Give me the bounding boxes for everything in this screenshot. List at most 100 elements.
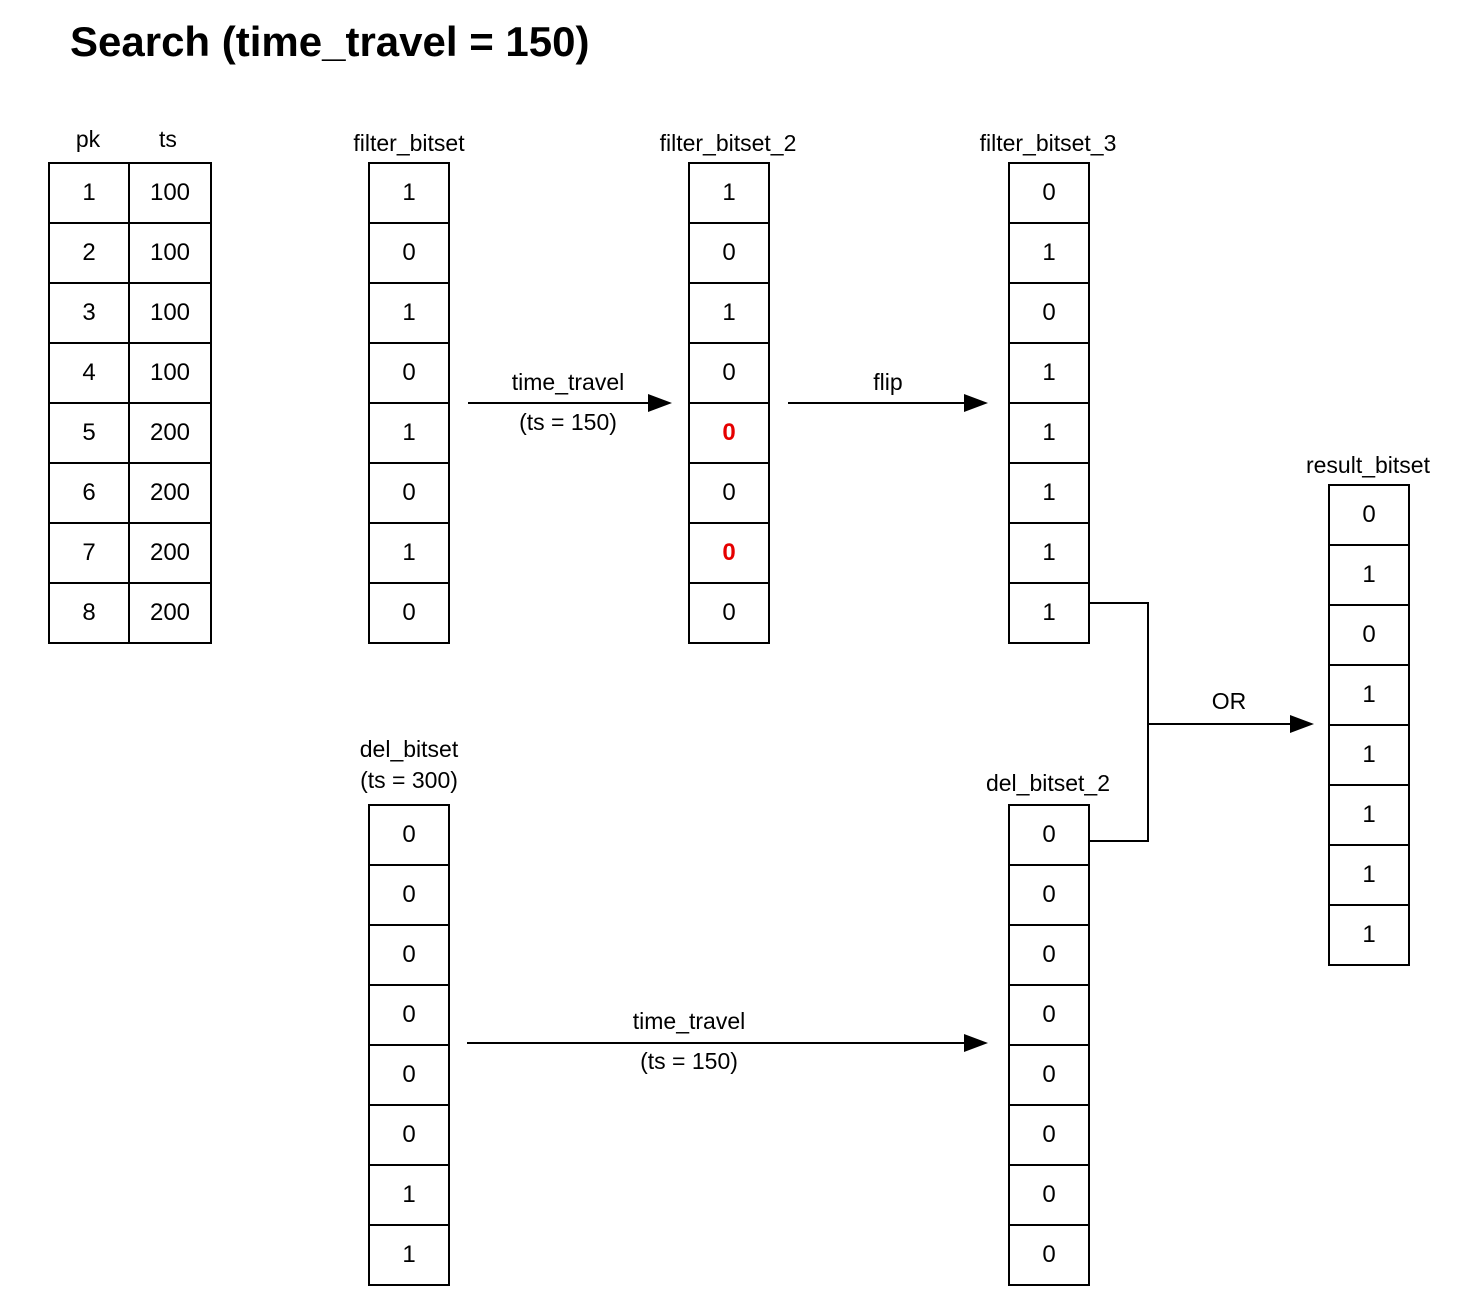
table-row: 6 200 [50,464,210,524]
bitset-cell: 0 [370,1106,448,1166]
bitset-cell: 1 [1010,524,1088,584]
bitset-cell: 1 [1010,344,1088,404]
bitset-cell: 1 [1010,464,1088,524]
table-row: 7 200 [50,524,210,584]
bitset-cell: 0 [722,599,736,626]
filter-bitset-label: filter_bitset [353,130,465,156]
bitset-cell: 0 [1010,1106,1088,1166]
flip-arrowhead-icon [964,394,988,412]
del-bitset-label-line1: del_bitset [359,736,459,762]
table-cell: 100 [149,299,191,326]
bitset-cell: 1 [1330,786,1408,846]
bitset-cell: 0 [370,806,448,866]
result-bitset-label: result_bitset [1305,452,1430,478]
bitset-cell: 0 [370,1046,448,1106]
bitset-cell: 1 [690,284,768,344]
bitset-cell: 0 [690,464,768,524]
bitset-cell: 1 [1330,846,1408,906]
bitset-cell: 1 [370,284,448,344]
bitset-cell: 0 [370,224,448,284]
bitset-cell: 0 [1330,486,1408,546]
table-row: 3 100 [50,284,210,344]
bitset-cell: 1 [402,1241,416,1268]
table-cell: 6 [50,464,130,522]
table-cell: 100 [149,179,191,206]
bitset-cell: 0 [690,404,768,464]
bitset-cell: 1 [370,1166,448,1226]
bitset-cell: 0 [1010,926,1088,986]
bitset-cell: 1 [1010,224,1088,284]
table-row: 4 100 [50,344,210,404]
table-cell: 8 [50,584,130,642]
table-cell: 4 [50,344,130,402]
time-travel-bottom-arrow-label: time_travel [632,1008,746,1034]
bitset-cell: 0 [1010,164,1088,224]
bitset-cell: 0 [690,524,768,584]
bitset-cell: 0 [1010,806,1088,866]
bitset-cell: 1 [1330,546,1408,606]
table-header-pk: pk [75,126,101,152]
time-travel-top-arrow-sublabel: (ts = 150) [519,409,617,435]
page-title: Search (time_travel = 150) [70,18,590,65]
bitset-cell: 0 [402,599,416,626]
flip-arrow-label: flip [873,369,903,395]
time-travel-bottom-arrow-sublabel: (ts = 150) [640,1048,738,1074]
bitset-cell: 0 [1010,1166,1088,1226]
or-arrowhead-icon [1290,715,1314,733]
table-cell: 200 [149,539,191,566]
bitset-cell: 1 [1330,666,1408,726]
table-row: 8 200 [50,584,210,642]
table-row: 1 100 [50,164,210,224]
table-cell: 100 [149,239,191,266]
del-bitset-2-label: del_bitset_2 [985,770,1111,796]
table-cell: 1 [50,164,130,222]
bitset-cell: 0 [1042,1241,1056,1268]
table-cell: 200 [149,419,191,446]
bitset-cell: 0 [1330,606,1408,666]
filter-bitset-3-label: filter_bitset_3 [979,130,1117,156]
time-travel-bottom-arrowhead-icon [964,1034,988,1052]
table-cell: 7 [50,524,130,582]
bitset-cell: 0 [1010,1046,1088,1106]
bitset-cell: 1 [370,164,448,224]
bitset-cell: 1 [1330,726,1408,786]
bitset-cell: 0 [370,344,448,404]
bitset-cell: 0 [1010,866,1088,926]
bitset-cell: 1 [690,164,768,224]
bitset-cell: 0 [370,926,448,986]
bitset-cell: 0 [370,464,448,524]
table-cell: 100 [149,359,191,386]
table-cell: 200 [149,479,191,506]
bitset-cell: 0 [690,344,768,404]
table-cell: 200 [149,599,191,626]
table-row: 5 200 [50,404,210,464]
or-arrow-label: OR [1211,688,1247,714]
or-junction-connector-line [1088,602,1149,842]
time-travel-top-arrow-label: time_travel [511,369,625,395]
bitset-cell: 1 [1042,599,1056,626]
table-header-ts: ts [159,126,177,152]
bitset-cell: 0 [370,986,448,1046]
bitset-cell: 0 [1010,284,1088,344]
table-cell: 2 [50,224,130,282]
del-bitset-label: del_bitset (ts = 300) [309,734,509,796]
pk-ts-table: 1 100 2 100 3 100 4 100 5 200 6 200 7 200 8 200 [48,162,212,644]
bitset-cell: 1 [1010,404,1088,464]
bitset-cell: 0 [1010,986,1088,1046]
bitset-cell: 0 [370,866,448,926]
filter-bitset-2-label: filter_bitset_2 [659,130,797,156]
table-row: 2 100 [50,224,210,284]
bitset-cell: 1 [370,524,448,584]
bitset-cell: 0 [690,224,768,284]
bitset-cell: 1 [370,404,448,464]
table-cell: 5 [50,404,130,462]
bitset-cell: 1 [1362,921,1376,948]
table-cell: 3 [50,284,130,342]
